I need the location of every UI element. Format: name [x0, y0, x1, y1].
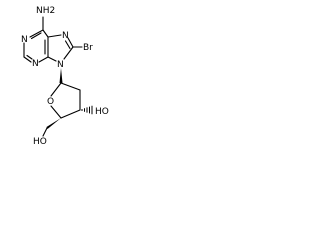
structure-diagram: NH2 N N N N Br O HO HO [21, 6, 109, 145]
label-n3: N [32, 59, 39, 69]
bond-n9-c4 [47, 56, 57, 62]
label-ring-oxygen: O [47, 97, 54, 107]
label-oh-5prime: HO [33, 137, 47, 145]
label-n1: N [21, 35, 28, 45]
bond-c2-n3 [23, 56, 32, 63]
bond-c5-c6 [42, 29, 49, 38]
bond-n7-c8-double [64, 40, 71, 50]
bond-o4-c1 [50, 82, 62, 97]
bond-c1-c2 [60, 82, 81, 91]
label-n7: N [62, 31, 69, 41]
bond-c4-c5prime-wedge [46, 118, 61, 129]
bond-c8-n9 [63, 46, 74, 60]
bond-c3-oh-hash [81, 105, 93, 115]
label-br: Br [83, 43, 93, 53]
bond-c5-o5 [42, 127, 48, 137]
label-oh-3prime: HO [95, 107, 109, 117]
bond-n7-c8 [67, 37, 74, 48]
bond-c6-n1-double [30, 32, 42, 40]
label-n9: N [57, 60, 64, 70]
bond-n3-c4 [38, 56, 49, 63]
bond-c2-n3-double [26, 54, 33, 60]
bond-c5-n7 [47, 34, 62, 38]
bond-c3-c4 [60, 109, 81, 119]
label-nh2: NH2 [36, 6, 55, 16]
bond-c6-n1 [29, 29, 44, 38]
bond-c4-o4 [50, 105, 62, 119]
bond-n9-c1prime-wedge [59, 68, 63, 83]
